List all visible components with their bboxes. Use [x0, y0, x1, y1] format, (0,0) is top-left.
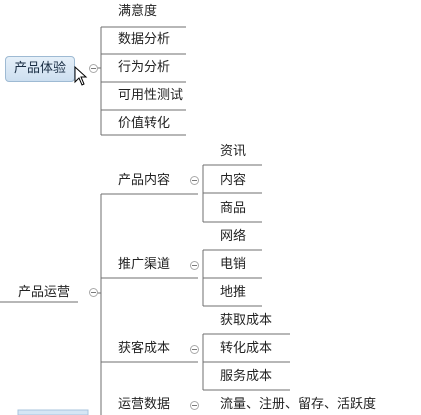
node-promotion-channel[interactable]: 推广渠道 [118, 257, 171, 272]
collapse-toggle-icon[interactable] [190, 261, 199, 270]
collapse-toggle-icon[interactable] [89, 288, 98, 297]
node-product-content[interactable]: 产品内容 [118, 173, 171, 188]
node-product-operation[interactable]: 产品运营 [18, 285, 71, 300]
node-data-analysis[interactable]: 数据分析 [118, 32, 171, 47]
node-value-conversion[interactable]: 价值转化 [118, 116, 171, 131]
node-satisfaction[interactable]: 满意度 [118, 4, 158, 19]
collapse-toggle-icon[interactable] [190, 176, 199, 185]
node-metrics[interactable]: 流量、注册、留存、活跃度 [220, 397, 377, 412]
collapse-toggle-icon[interactable] [190, 345, 199, 354]
node-conversion-cost[interactable]: 转化成本 [220, 341, 273, 356]
node-product-experience[interactable]: 产品体验 [5, 56, 76, 82]
node-content[interactable]: 内容 [220, 173, 247, 188]
node-goods[interactable]: 商品 [220, 201, 247, 216]
node-telesales[interactable]: 电销 [220, 257, 247, 272]
node-obtain-cost[interactable]: 获取成本 [220, 313, 273, 328]
collapse-toggle-icon[interactable] [190, 401, 199, 410]
collapse-toggle-icon[interactable] [89, 64, 98, 73]
node-service-cost[interactable]: 服务成本 [220, 369, 273, 384]
node-network[interactable]: 网络 [220, 229, 247, 244]
node-behavior-analysis[interactable]: 行为分析 [118, 60, 171, 75]
node-label: 产品体验 [14, 61, 67, 76]
node-usability-test[interactable]: 可用性测试 [118, 88, 184, 103]
node-ground-promotion[interactable]: 地推 [220, 285, 247, 300]
node-acquisition-cost[interactable]: 获客成本 [118, 341, 171, 356]
mouse-cursor-icon [74, 66, 88, 86]
node-operation-data[interactable]: 运营数据 [118, 397, 171, 412]
node-news[interactable]: 资讯 [220, 144, 247, 159]
